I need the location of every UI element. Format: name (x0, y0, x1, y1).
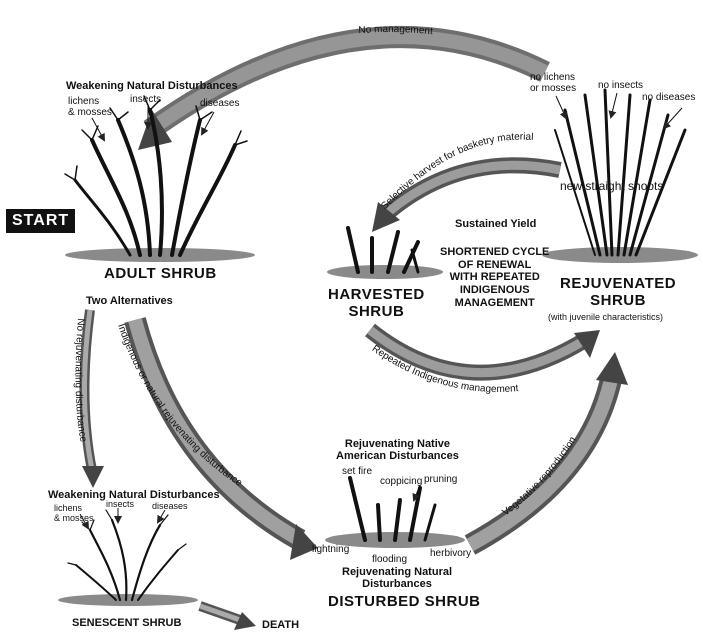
senescent-diseases-label: diseases (152, 502, 188, 512)
pruning-label: pruning (424, 474, 457, 485)
outer-left-arrow (135, 320, 318, 560)
senescent-insects-label: insects (106, 500, 134, 510)
harvested-shrub-title: HARVESTED SHRUB (328, 287, 425, 320)
lightning-label: lightning (312, 544, 349, 555)
rejuvenated-shrub-title: REJUVENATED SHRUB (560, 276, 676, 309)
adult-insects-label: insects (130, 94, 161, 105)
shortened-cycle-label: SHORTENED CYCLE OF RENEWAL WITH REPEATED… (440, 246, 549, 309)
outer-right-arrow (470, 352, 628, 545)
death-arrow (200, 606, 256, 630)
senescent-shrub-drawing (58, 510, 198, 606)
senescent-lichens-label: lichens & mosses (54, 504, 94, 524)
disturbed-shrub-title: DISTURBED SHRUB (328, 594, 481, 611)
outer-top-arrow (138, 37, 545, 150)
senescent-shrub-title: SENESCENT SHRUB (72, 617, 181, 629)
rejuvenating-natural-label: Rejuvenating Natural Disturbances (342, 566, 452, 590)
no-insects-label: no insects (598, 80, 643, 91)
adult-diseases-label: diseases (200, 98, 239, 109)
adult-lichens-label: lichens & mosses (68, 96, 112, 118)
new-shoots-label: new straight shoots (560, 180, 663, 193)
no-diseases-label: no diseases (642, 92, 695, 103)
rejuvenating-native-label: Rejuvenating Native American Disturbance… (336, 438, 459, 462)
two-alternatives-label: Two Alternatives (86, 295, 173, 307)
adult-weakening-label: Weakening Natural Disturbances (66, 80, 238, 92)
death-label: DEATH (262, 619, 299, 631)
coppicing-label: coppicing (380, 476, 422, 487)
flooding-label: flooding (372, 554, 407, 565)
start-label: START (6, 209, 75, 233)
senescence-arrow (82, 310, 104, 488)
set-fire-label: set fire (342, 466, 372, 477)
sustained-yield-label: Sustained Yield (455, 218, 536, 230)
disturbed-shrub-drawing (325, 478, 465, 548)
harvested-shrub-drawing (327, 228, 443, 279)
no-lichens-label: no lichens or mosses (530, 72, 576, 94)
rejuvenated-subtitle: (with juvenile characteristics) (548, 313, 663, 323)
herbivory-label: herbivory (430, 548, 471, 559)
adult-shrub-title: ADULT SHRUB (104, 266, 217, 283)
